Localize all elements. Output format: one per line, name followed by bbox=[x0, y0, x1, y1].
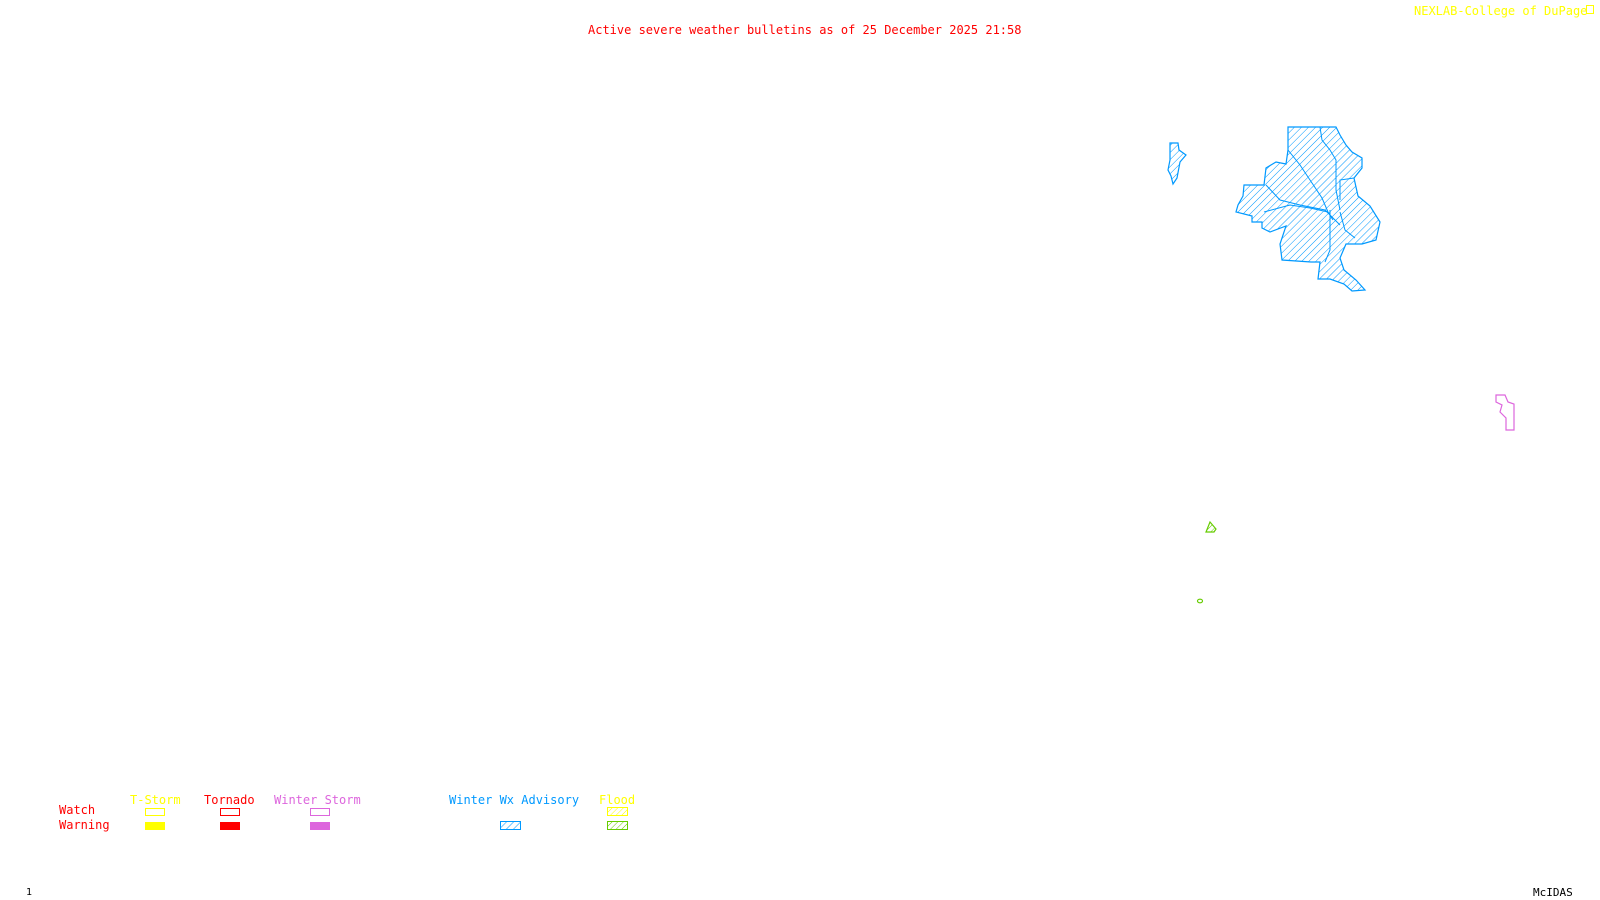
legend-winter-storm-watch bbox=[310, 808, 330, 816]
credit-logo-icon bbox=[1586, 5, 1594, 14]
legend-tornado-label: Tornado bbox=[204, 793, 255, 807]
legend-row-warning: Warning bbox=[59, 818, 110, 832]
legend-winter-storm-label: Winter Storm bbox=[274, 793, 361, 807]
legend-tstorm-watch bbox=[145, 808, 165, 816]
winter-advisory-area bbox=[1167, 126, 1381, 292]
map-title: Active severe weather bulletins as of 25… bbox=[588, 23, 1022, 37]
county-borders bbox=[1263, 126, 1356, 263]
legend-winter-advisory-swatch bbox=[500, 821, 521, 830]
legend-tstorm-label: T-Storm bbox=[130, 793, 181, 807]
legend-flood-watch bbox=[607, 807, 628, 816]
legend-tornado-watch bbox=[220, 808, 240, 816]
flood-warning-area bbox=[1205, 520, 1217, 533]
legend-tstorm-warning bbox=[145, 822, 165, 830]
legend-winter-storm-warning bbox=[310, 822, 330, 830]
legend-tornado-warning bbox=[220, 822, 240, 830]
legend-flood-warning bbox=[607, 821, 628, 830]
legend-row-watch: Watch bbox=[59, 803, 96, 817]
software-label: McIDAS bbox=[1533, 886, 1573, 899]
winter-storm-area bbox=[1495, 394, 1515, 431]
flood-warning-area-small bbox=[1196, 598, 1204, 604]
frame-number: 1 bbox=[26, 887, 33, 898]
credit-label: NEXLAB-College of DuPage bbox=[1414, 4, 1588, 18]
legend-winter-advisory-label: Winter Wx Advisory bbox=[449, 793, 580, 807]
legend-flood-label: Flood bbox=[599, 793, 636, 807]
